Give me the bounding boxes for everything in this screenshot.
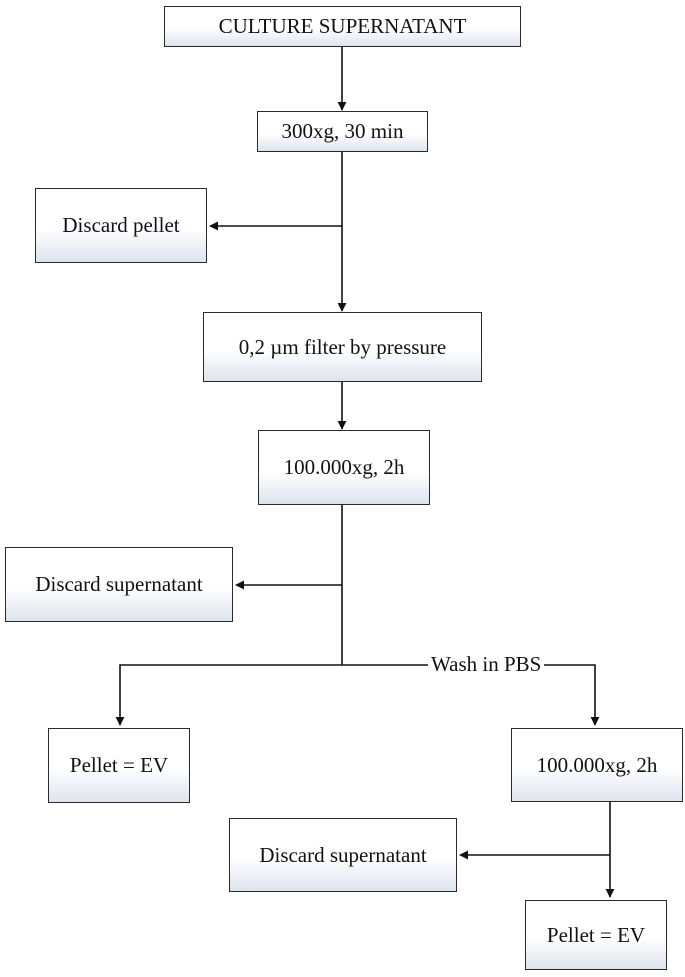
node-filter: 0,2 µm filter by pressure <box>203 312 482 382</box>
node-discard-supernatant-2: Discard supernatant <box>229 818 457 892</box>
node-spin-100000xg-1: 100.000xg, 2h <box>258 430 430 505</box>
node-discard-pellet: Discard pellet <box>35 188 207 263</box>
node-pellet-ev-1: Pellet = EV <box>48 728 190 803</box>
node-pellet-ev-2: Pellet = EV <box>525 900 667 970</box>
node-discard-supernatant-1: Discard supernatant <box>5 547 233 622</box>
node-spin-100000xg-2: 100.000xg, 2h <box>511 728 683 802</box>
edge-label-wash-in-pbs: Wash in PBS <box>428 652 545 677</box>
arrow-wash-to-spin3 <box>342 664 600 726</box>
node-spin-300xg: 300xg, 30 min <box>257 111 428 152</box>
node-culture-supernatant: CULTURE SUPERNATANT <box>164 6 521 47</box>
arrow-to-pellet-ev1 <box>115 664 342 726</box>
